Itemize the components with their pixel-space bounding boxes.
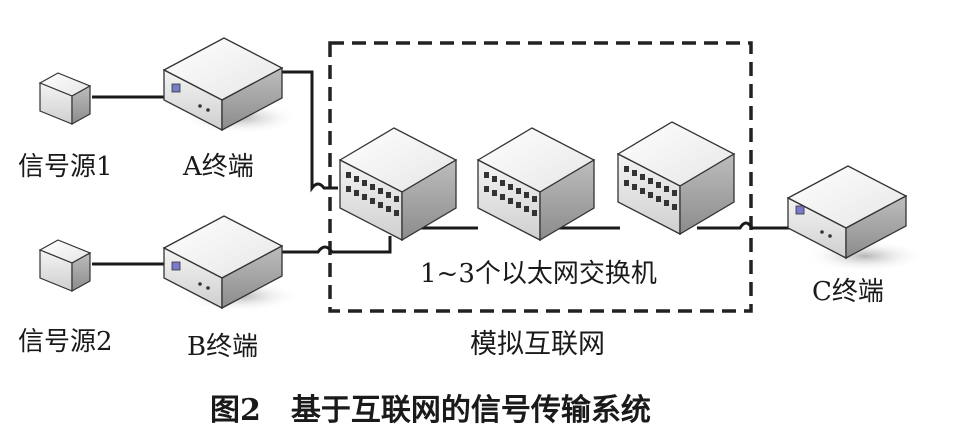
internet-boundary (328, 41, 753, 313)
connections (92, 70, 790, 266)
figure-caption: 图2 基于互联网的信号传输系统 (210, 393, 651, 428)
source2-device (38, 239, 92, 293)
source1-label: 信号源1 (18, 152, 113, 182)
link-a-switch1 (276, 70, 338, 193)
terminal-b-label: B终端 (187, 332, 258, 362)
terminal-c-device (786, 165, 925, 272)
internet-label: 模拟互联网 (470, 329, 605, 360)
link-b-switch1 (276, 236, 392, 254)
terminal-c-label: C终端 (812, 277, 884, 307)
terminal-a-label: A终端 (182, 152, 254, 182)
link-switch3-c (697, 221, 790, 230)
terminal-a-device (162, 37, 300, 134)
switch-3 (616, 121, 736, 236)
switches-label: 1~3个以太网交换机 (420, 259, 657, 289)
source2-label: 信号源2 (18, 327, 113, 357)
switch-2 (476, 127, 596, 242)
terminal-b-device (162, 215, 300, 312)
source1-device (38, 72, 92, 126)
switch-1 (338, 127, 458, 242)
